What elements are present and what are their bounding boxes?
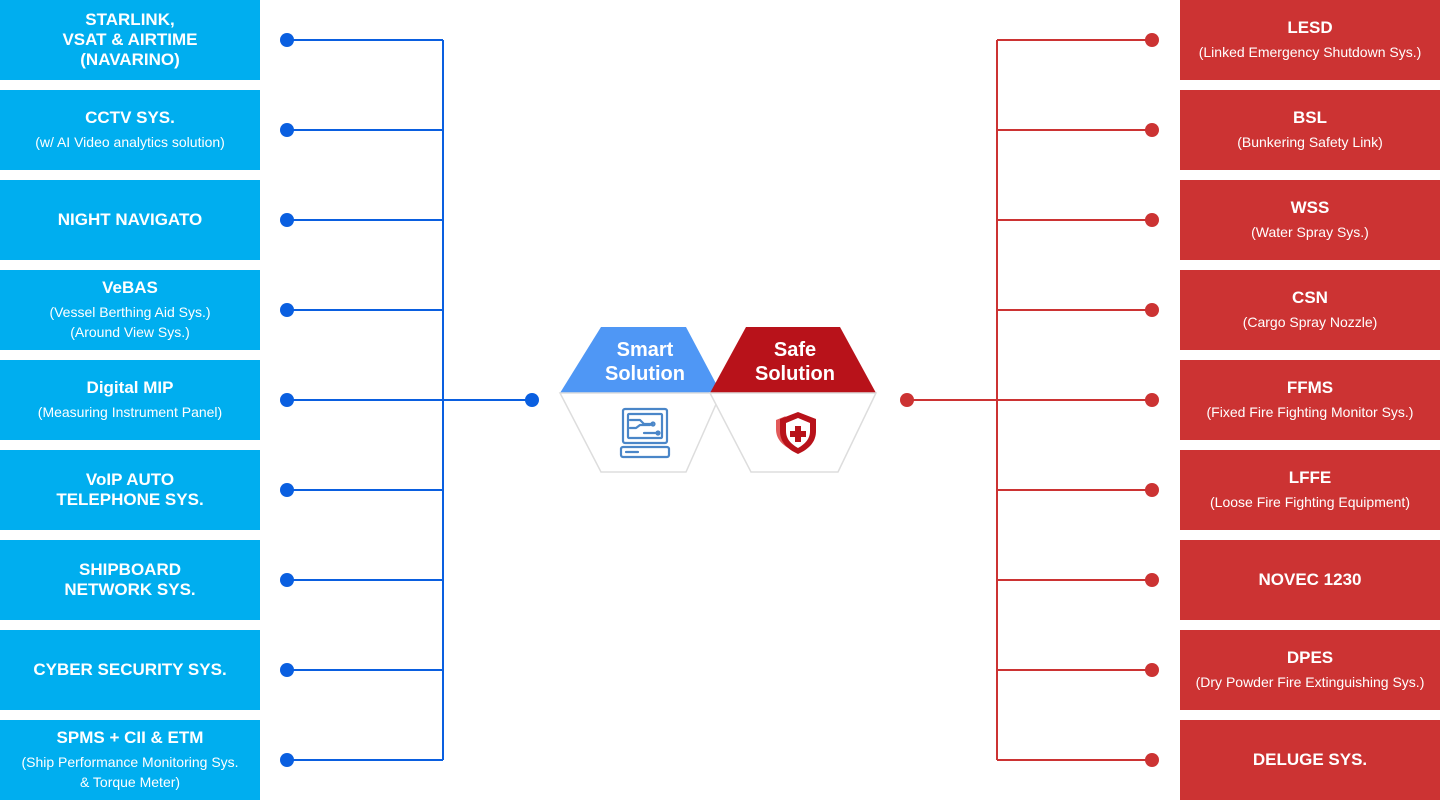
safe-connector-dot bbox=[1145, 33, 1159, 47]
right-item-subtitle: (Dry Powder Fire Extinguishing Sys.) bbox=[1195, 674, 1425, 690]
right-item-box: DELUGE SYS. bbox=[1180, 720, 1440, 800]
right-item-box: WSS (Water Spray Sys.) bbox=[1180, 180, 1440, 260]
right-item-title: LFFE bbox=[1288, 468, 1332, 487]
right-item-box: FFMS (Fixed Fire Fighting Monitor Sys.) bbox=[1180, 360, 1440, 440]
left-item-title: Digital MIP bbox=[86, 378, 174, 397]
smart-connector-dot bbox=[280, 393, 294, 407]
right-item-box: DPES (Dry Powder Fire Extinguishing Sys.) bbox=[1180, 630, 1440, 710]
right-item-box: LESD (Linked Emergency Shutdown Sys.) bbox=[1180, 0, 1440, 80]
left-item-box: VeBAS (Vessel Berthing Aid Sys.) (Around … bbox=[0, 270, 260, 350]
safe-connector-dot bbox=[1145, 573, 1159, 587]
computer-monitor-icon bbox=[619, 407, 671, 459]
left-item-subtitle: (Vessel Berthing Aid Sys.) (Around View … bbox=[49, 304, 211, 340]
safe-connector-dot bbox=[1145, 483, 1159, 497]
smart-hub-dot bbox=[525, 393, 539, 407]
safe-solution-label: Safe Solution bbox=[755, 339, 835, 385]
safe-solution-hexagon bbox=[708, 327, 878, 473]
smart-connector-dot bbox=[280, 303, 294, 317]
right-item-title: BSL bbox=[1293, 108, 1327, 127]
left-item-title: VeBAS bbox=[102, 278, 158, 297]
right-item-box: BSL (Bunkering Safety Link) bbox=[1180, 90, 1440, 170]
left-item-subtitle: (w/ AI Video analytics solution) bbox=[35, 134, 225, 150]
right-item-title: DPES bbox=[1286, 648, 1334, 667]
right-item-subtitle: (Water Spray Sys.) bbox=[1251, 224, 1369, 240]
left-item-box: CCTV SYS. (w/ AI Video analytics solution… bbox=[0, 90, 260, 170]
smart-connector-dot bbox=[280, 123, 294, 137]
left-item-subtitle: (Measuring Instrument Panel) bbox=[37, 404, 223, 420]
smart-solution-label: Smart Solution bbox=[605, 339, 685, 385]
left-item-box: VoIP AUTO TELEPHONE SYS. bbox=[0, 450, 260, 530]
left-item-title: NIGHT NAVIGATO bbox=[57, 210, 203, 229]
smart-connectors bbox=[280, 33, 539, 767]
right-item-title: NOVEC 1230 bbox=[1258, 570, 1362, 589]
safe-connector-dot bbox=[1145, 123, 1159, 137]
right-item-box: CSN (Cargo Spray Nozzle) bbox=[1180, 270, 1440, 350]
right-item-subtitle: (Cargo Spray Nozzle) bbox=[1242, 314, 1378, 330]
smart-connector-dot bbox=[280, 753, 294, 767]
left-item-box: STARLINK, VSAT & AIRTIME (NAVARINO) bbox=[0, 0, 260, 80]
smart-connector-dot bbox=[280, 663, 294, 677]
smart-connector-dot bbox=[280, 573, 294, 587]
left-item-box: CYBER SECURITY SYS. bbox=[0, 630, 260, 710]
safe-connector-dot bbox=[1145, 303, 1159, 317]
safe-connectors bbox=[900, 33, 1159, 767]
right-item-box: LFFE (Loose Fire Fighting Equipment) bbox=[1180, 450, 1440, 530]
safe-hub-dot bbox=[900, 393, 914, 407]
smart-solution-hexagon bbox=[558, 327, 723, 473]
left-item-box: NIGHT NAVIGATO bbox=[0, 180, 260, 260]
smart-connector-dot bbox=[280, 33, 294, 47]
right-item-subtitle: (Fixed Fire Fighting Monitor Sys.) bbox=[1206, 404, 1414, 420]
shield-plus-icon bbox=[776, 412, 816, 454]
left-item-title: CYBER SECURITY SYS. bbox=[33, 660, 227, 679]
left-item-title: CCTV SYS. bbox=[85, 108, 175, 127]
left-item-title: VoIP AUTO TELEPHONE SYS. bbox=[56, 470, 204, 509]
safe-connector-dot bbox=[1145, 663, 1159, 677]
left-item-title: SPMS + CII & ETM bbox=[56, 728, 204, 747]
right-item-subtitle: (Linked Emergency Shutdown Sys.) bbox=[1198, 44, 1422, 60]
safe-connector-dot bbox=[1145, 213, 1159, 227]
right-item-box: NOVEC 1230 bbox=[1180, 540, 1440, 620]
right-item-title: LESD bbox=[1287, 18, 1333, 37]
left-item-title: SHIPBOARD NETWORK SYS. bbox=[64, 560, 196, 599]
left-item-box: SHIPBOARD NETWORK SYS. bbox=[0, 540, 260, 620]
right-item-subtitle: (Loose Fire Fighting Equipment) bbox=[1210, 494, 1410, 510]
smart-connector-dot bbox=[280, 483, 294, 497]
smart-connector-dot bbox=[280, 213, 294, 227]
left-item-box: SPMS + CII & ETM (Ship Performance Monito… bbox=[0, 720, 260, 800]
right-item-title: CSN bbox=[1292, 288, 1328, 307]
right-item-title: DELUGE SYS. bbox=[1252, 750, 1368, 769]
left-item-subtitle: (Ship Performance Monitoring Sys. & Torq… bbox=[21, 754, 239, 790]
safe-connector-dot bbox=[1145, 753, 1159, 767]
safe-connector-dot bbox=[1145, 393, 1159, 407]
right-item-subtitle: (Bunkering Safety Link) bbox=[1237, 134, 1383, 150]
left-item-box: Digital MIP (Measuring Instrument Panel) bbox=[0, 360, 260, 440]
right-item-title: WSS bbox=[1290, 198, 1330, 217]
left-item-title: STARLINK, VSAT & AIRTIME (NAVARINO) bbox=[62, 10, 198, 69]
right-item-title: FFMS bbox=[1286, 378, 1334, 397]
